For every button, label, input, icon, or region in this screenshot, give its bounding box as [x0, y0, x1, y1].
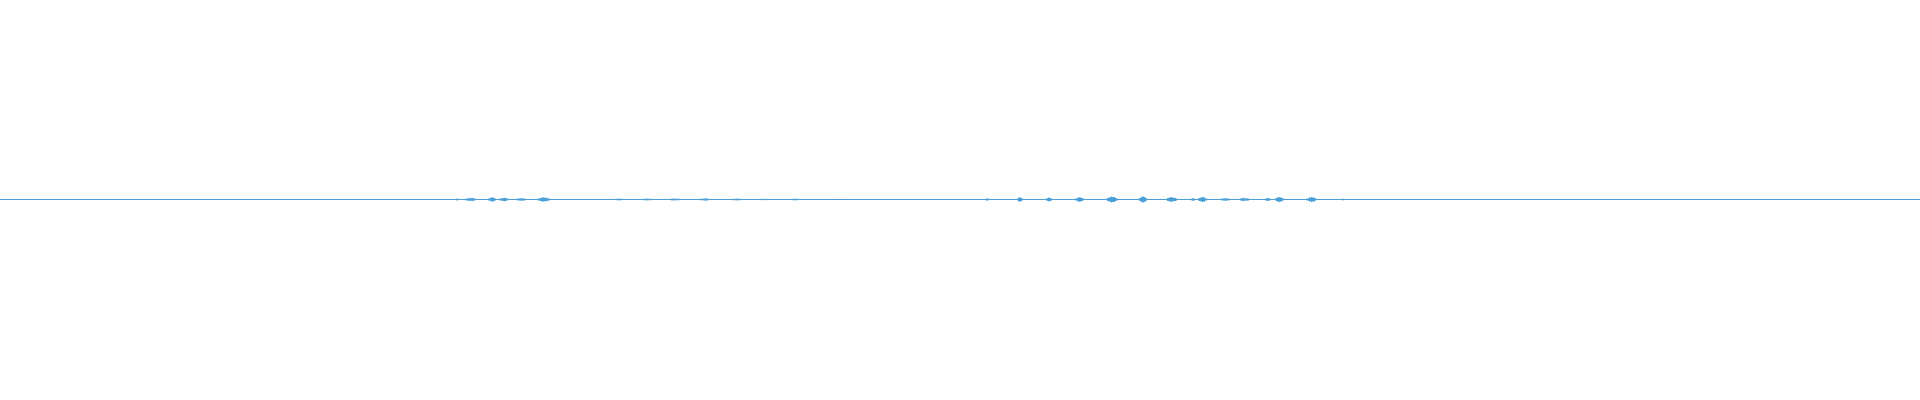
waveform-trace: [48, 196, 1798, 203]
